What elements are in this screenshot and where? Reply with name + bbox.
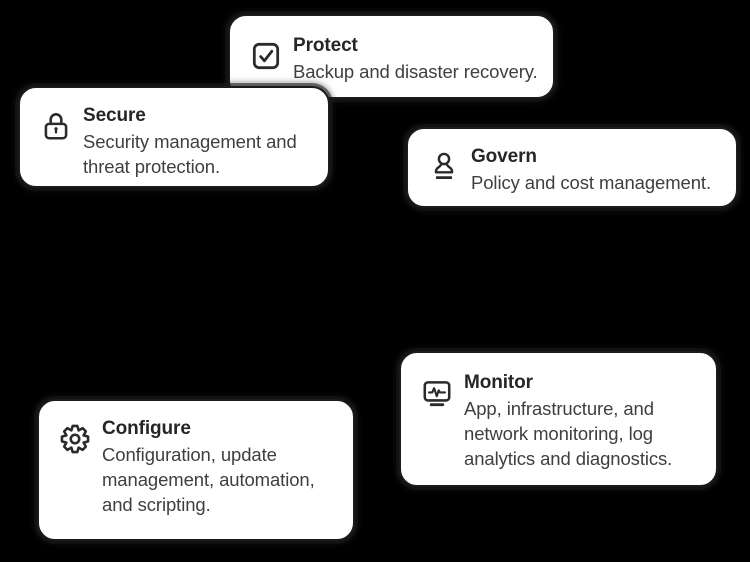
stamp-icon (427, 150, 461, 184)
card-description: App, infrastructure, and network monitor… (464, 398, 673, 469)
card-title: Secure (83, 105, 146, 126)
lock-icon (39, 109, 73, 143)
card-protect: Protect Backup and disaster recovery. (228, 14, 555, 99)
card-title: Protect (293, 35, 358, 56)
card-description: Configuration, update management, automa… (102, 444, 315, 515)
card-secure: Secure Security management and threat pr… (18, 86, 330, 188)
card-title: Monitor (464, 372, 533, 393)
monitor-pulse-icon (420, 376, 454, 410)
card-description: Policy and cost management. (471, 172, 711, 193)
card-monitor: Monitor App, infrastructure, and network… (399, 351, 718, 487)
check-square-icon (249, 39, 283, 73)
card-description: Backup and disaster recovery. (293, 61, 538, 82)
gear-icon (58, 422, 92, 456)
card-govern: Govern Policy and cost management. (406, 127, 738, 208)
card-title: Govern (471, 146, 537, 167)
card-title: Configure (102, 418, 191, 439)
card-description: Security management and threat protectio… (83, 131, 297, 177)
card-configure: Configure Configuration, update manageme… (37, 399, 355, 541)
